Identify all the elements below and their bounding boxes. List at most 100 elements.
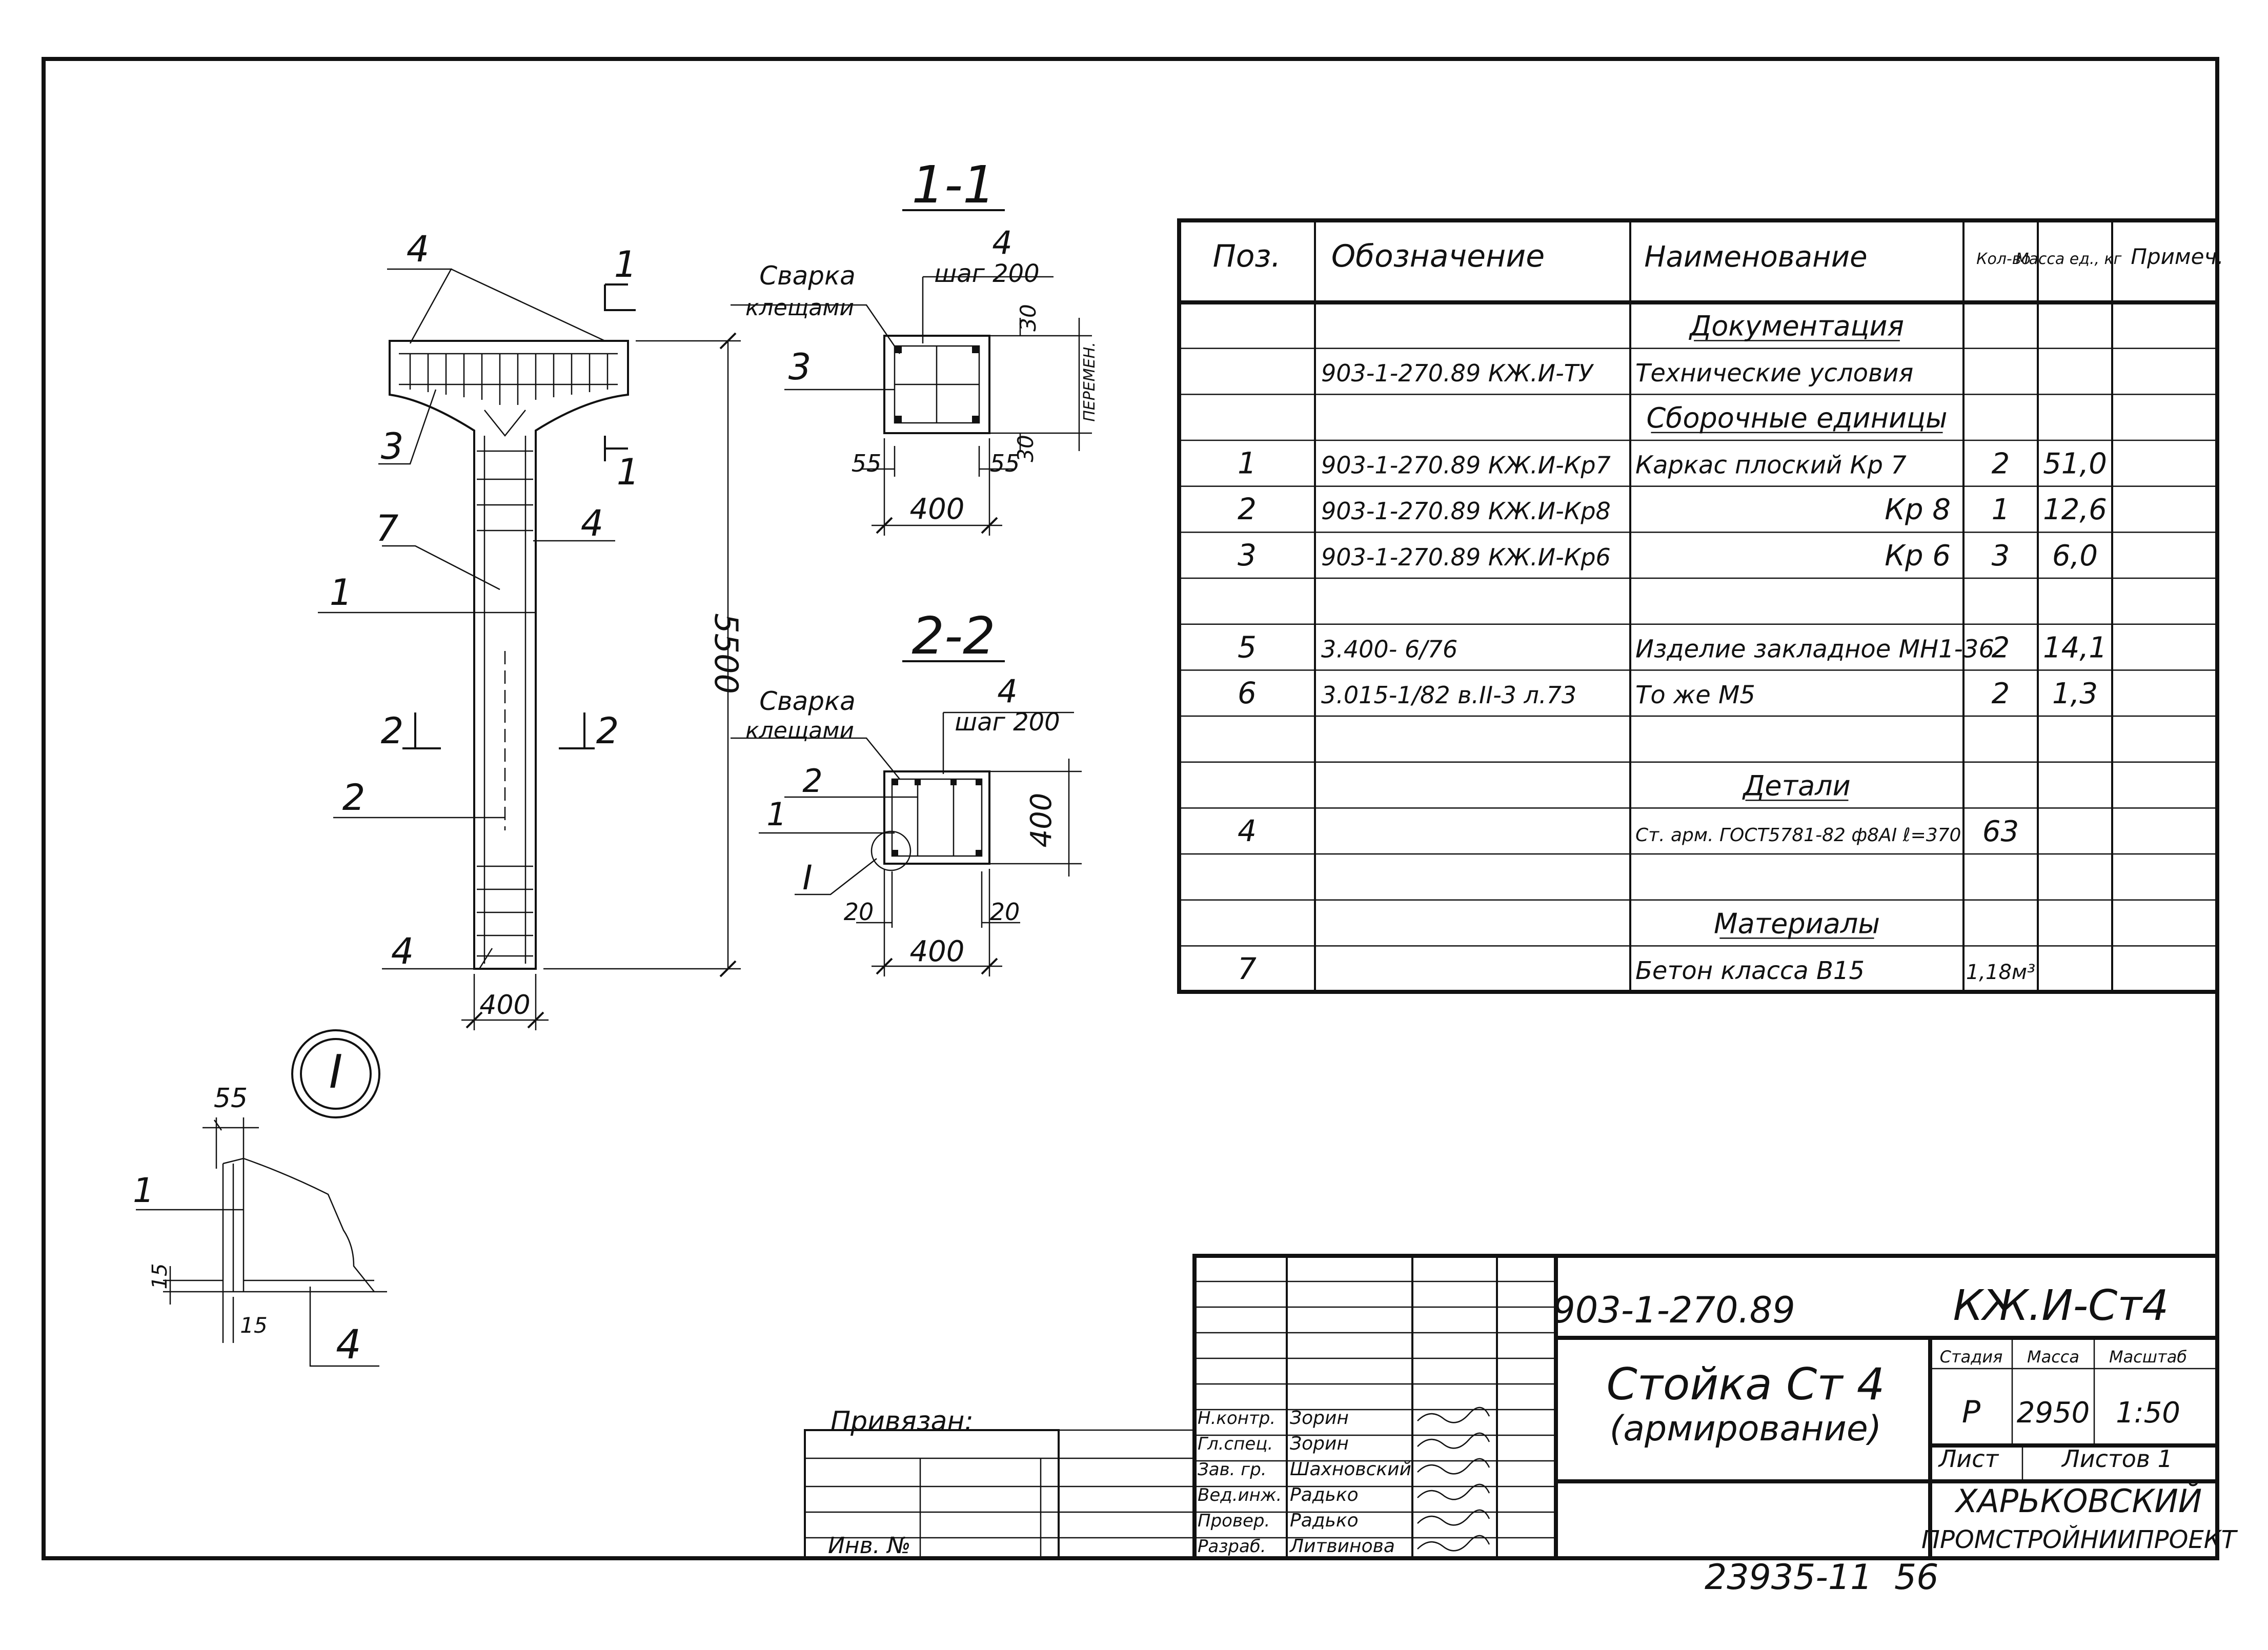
detail-bottom-lines bbox=[223, 1279, 387, 1293]
spec-row: Материалы bbox=[1714, 907, 1880, 940]
tb-stage: Р bbox=[1962, 1394, 1981, 1430]
section-1-1-dim-variable: ПЕРЕМЕН. bbox=[1081, 342, 1099, 422]
section-2-2-dim-width: 400 bbox=[910, 935, 965, 968]
height-dimension-line bbox=[543, 340, 741, 970]
tb-sheets-label: Листов 1 bbox=[2061, 1445, 2173, 1473]
section-mark-label-1-bottom: 1 bbox=[617, 451, 640, 493]
section-1-1-dim-width: 400 bbox=[910, 493, 965, 526]
section-2-2-cage bbox=[891, 778, 983, 857]
tb-mass: 2950 bbox=[2017, 1396, 2090, 1430]
spec-cell-code: 3.015-1/82 в.II-3 л.73 bbox=[1321, 681, 1576, 709]
spec-cell-qty: 1,18м³ bbox=[1966, 961, 2035, 984]
spec-cell-name: Бетон класса В15 bbox=[1635, 956, 1865, 985]
shaft-bottom-stirrups bbox=[477, 865, 533, 957]
section-1-1-pos-3: 3 bbox=[788, 346, 812, 388]
section-1-1-width-dims bbox=[861, 438, 1015, 536]
bound-label: Привязан: bbox=[831, 1406, 974, 1437]
spec-header-code: Обозначение bbox=[1331, 238, 1545, 274]
section-1-1: 1-1 Сварка клещами 4 шаг 200 3 30 30 ПЕР… bbox=[731, 155, 1099, 536]
section-1-1-pos-4: 4 bbox=[992, 224, 1012, 261]
leader-pos-7 bbox=[382, 545, 500, 590]
title-block-grid bbox=[805, 1256, 2217, 1558]
spec-table-outline bbox=[1177, 218, 2219, 994]
pos-label-4-bottom: 4 bbox=[391, 930, 414, 972]
tb-sig-role: Вед.инж. bbox=[1198, 1485, 1282, 1505]
section-2-2-step: шаг 200 bbox=[955, 708, 1060, 737]
detail-pos-4: 4 bbox=[336, 1322, 361, 1368]
section-2-2-note-2: клещами bbox=[745, 718, 854, 744]
tb-sig-name: Шахновский bbox=[1290, 1459, 1411, 1480]
spec-cell-qty: 1 bbox=[1992, 493, 2010, 526]
section-2-2-node-ref: I bbox=[802, 858, 812, 898]
spec-cell-name: Каркас плоский Кр 7 bbox=[1635, 451, 1907, 480]
spec-table-rows: Документация 903-1-270.89 КЖ.И-ТУ Техничес… bbox=[1238, 310, 2107, 986]
spec-cell-code: 903-1-270.89 КЖ.И-Кр7 bbox=[1321, 452, 1611, 479]
spec-cell-pos: 7 bbox=[1238, 951, 1257, 986]
section-2-2-cage-bars bbox=[917, 779, 955, 856]
detail-badge-outer bbox=[291, 1029, 380, 1118]
height-dimension-value: 5500 bbox=[707, 613, 745, 694]
detail-top-dimension bbox=[202, 1117, 259, 1169]
section-2-2-step-leader bbox=[942, 711, 1074, 774]
tb-signature-scribble bbox=[1417, 1407, 1490, 1423]
section-1-1-cage-ties bbox=[895, 346, 979, 423]
section-1-1-width-ticks bbox=[876, 517, 998, 534]
section-2-2-title: 2-2 bbox=[912, 606, 995, 666]
section-2-2-pos-2: 2 bbox=[802, 762, 822, 800]
tb-sig-name: Радько bbox=[1290, 1484, 1359, 1505]
spec-cell-name: Материалы bbox=[1714, 907, 1880, 940]
tb-title-line-2: (армирование) bbox=[1610, 1409, 1881, 1449]
tb-mass-label: Масса bbox=[2027, 1347, 2079, 1367]
spec-row: 7 Бетон класса В15 1,18м³ bbox=[1238, 951, 2035, 986]
tb-sig-name: Зорин bbox=[1290, 1433, 1349, 1454]
section-1-1-step: шаг 200 bbox=[934, 259, 1039, 288]
section-1-1-dim-right: 55 bbox=[990, 450, 1020, 477]
section-mark-1-top bbox=[604, 283, 636, 311]
spec-cell-pos: 4 bbox=[1238, 813, 1257, 848]
section-1-1-outline bbox=[883, 335, 990, 434]
spec-header-note: Примеч. bbox=[2131, 244, 2223, 269]
section-2-2: 2-2 Сварка клещами 4 шаг 200 2 1 I 400 2… bbox=[731, 606, 1082, 976]
tb-sheet-code: КЖ.И-Ст4 bbox=[1953, 1281, 2169, 1330]
spec-row: Детали bbox=[1742, 769, 1851, 802]
section-2-2-dim-left: 20 bbox=[844, 898, 874, 926]
spec-cell-code: 903-1-270.89 КЖ.И-ТУ bbox=[1321, 359, 1594, 387]
tb-scale: 1:50 bbox=[2116, 1396, 2180, 1430]
leader-pos-4-top bbox=[387, 268, 605, 344]
spec-table-grid bbox=[1179, 220, 2217, 992]
spec-cell-pos: 3 bbox=[1238, 538, 1257, 573]
tb-signature-scribble bbox=[1417, 1509, 1490, 1526]
section-mark-label-2-right: 2 bbox=[596, 710, 619, 752]
spec-cell-code: 903-1-270.89 КЖ.И-Кр6 bbox=[1321, 543, 1611, 571]
leader-pos-3 bbox=[378, 389, 437, 465]
spec-cell-qty: 2 bbox=[1992, 447, 2010, 481]
detail-dim-bottom: 15 bbox=[240, 1313, 267, 1338]
shaft-top-stirrups bbox=[477, 450, 533, 532]
width-dimension-value: 400 bbox=[479, 990, 530, 1021]
head-bend-bars bbox=[484, 410, 526, 437]
width-dimension-ticks bbox=[465, 1011, 544, 1029]
spec-cell-pos: 1 bbox=[1238, 446, 1257, 481]
spec-cell-qty: 63 bbox=[1982, 815, 2019, 848]
pos-label-2: 2 bbox=[342, 777, 366, 819]
section-2-2-pos-4: 4 bbox=[997, 673, 1017, 710]
detail-pos-1: 1 bbox=[133, 1171, 154, 1210]
spec-cell-name: Сборочные единицы bbox=[1646, 402, 1947, 434]
spec-cell-name: Технические условия bbox=[1635, 359, 1913, 388]
detail-badge-label: I bbox=[329, 1045, 343, 1099]
section-1-1-note-1: Сварка bbox=[759, 261, 856, 291]
section-2-2-note-1: Сварка bbox=[759, 686, 856, 716]
spec-row: Документация bbox=[1689, 310, 1904, 342]
section-2-2-dim-right: 20 bbox=[990, 898, 1020, 926]
pos-label-3: 3 bbox=[381, 425, 404, 467]
tb-sig-name: Радько bbox=[1290, 1510, 1359, 1531]
spec-cell-qty: 2 bbox=[1992, 677, 2010, 710]
section-mark-label-1-top: 1 bbox=[614, 243, 637, 286]
section-1-1-dim-side: 30 bbox=[1013, 435, 1038, 462]
spec-cell-code: 903-1-270.89 КЖ.И-Кр8 bbox=[1321, 497, 1611, 525]
